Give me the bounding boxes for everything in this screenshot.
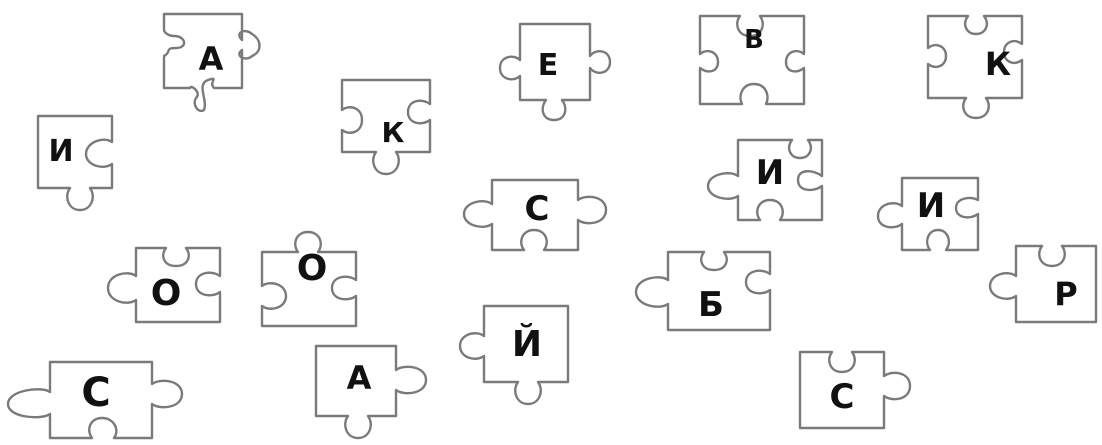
- puzzle-piece-short-i[interactable]: Й: [456, 302, 572, 412]
- puzzle-piece-k-1[interactable]: К: [924, 12, 1028, 120]
- piece-outline: [260, 230, 358, 328]
- puzzle-piece-a-1[interactable]: А: [162, 12, 261, 113]
- puzzle-piece-r[interactable]: Р: [986, 242, 1100, 326]
- puzzle-piece-i-3[interactable]: И: [874, 174, 982, 254]
- piece-outline: [6, 360, 184, 440]
- puzzle-piece-s-3[interactable]: С: [796, 348, 916, 432]
- piece-outline: [876, 176, 980, 252]
- piece-outline: [634, 250, 772, 332]
- puzzle-piece-i-1[interactable]: И: [34, 112, 118, 216]
- piece-outline: [926, 14, 1024, 120]
- piece-outline: [698, 14, 806, 106]
- piece-outline: [988, 244, 1098, 324]
- piece-outline: [314, 344, 428, 440]
- piece-outline: [36, 114, 114, 212]
- piece-outline: [340, 78, 432, 176]
- puzzle-piece-s-2[interactable]: С: [2, 358, 188, 442]
- piece-outline: [498, 22, 612, 122]
- puzzle-piece-o-1[interactable]: О: [104, 244, 224, 326]
- puzzle-piece-ve[interactable]: В: [696, 12, 808, 108]
- puzzle-piece-a-2[interactable]: А: [312, 342, 432, 444]
- piece-outline: [458, 304, 570, 406]
- piece-outline: [798, 350, 912, 430]
- puzzle-piece-i-2[interactable]: И: [702, 136, 828, 224]
- piece-outline: [106, 246, 222, 324]
- puzzle-piece-k-2[interactable]: К: [338, 76, 438, 180]
- puzzle-piece-ye[interactable]: Е: [496, 22, 612, 124]
- piece-outline: [162, 12, 261, 113]
- puzzle-piece-o-2[interactable]: О: [258, 228, 362, 330]
- puzzle-piece-b[interactable]: Б: [632, 248, 776, 334]
- piece-outline: [462, 178, 608, 252]
- puzzle-piece-s-1[interactable]: С: [460, 178, 610, 254]
- piece-outline: [706, 138, 824, 222]
